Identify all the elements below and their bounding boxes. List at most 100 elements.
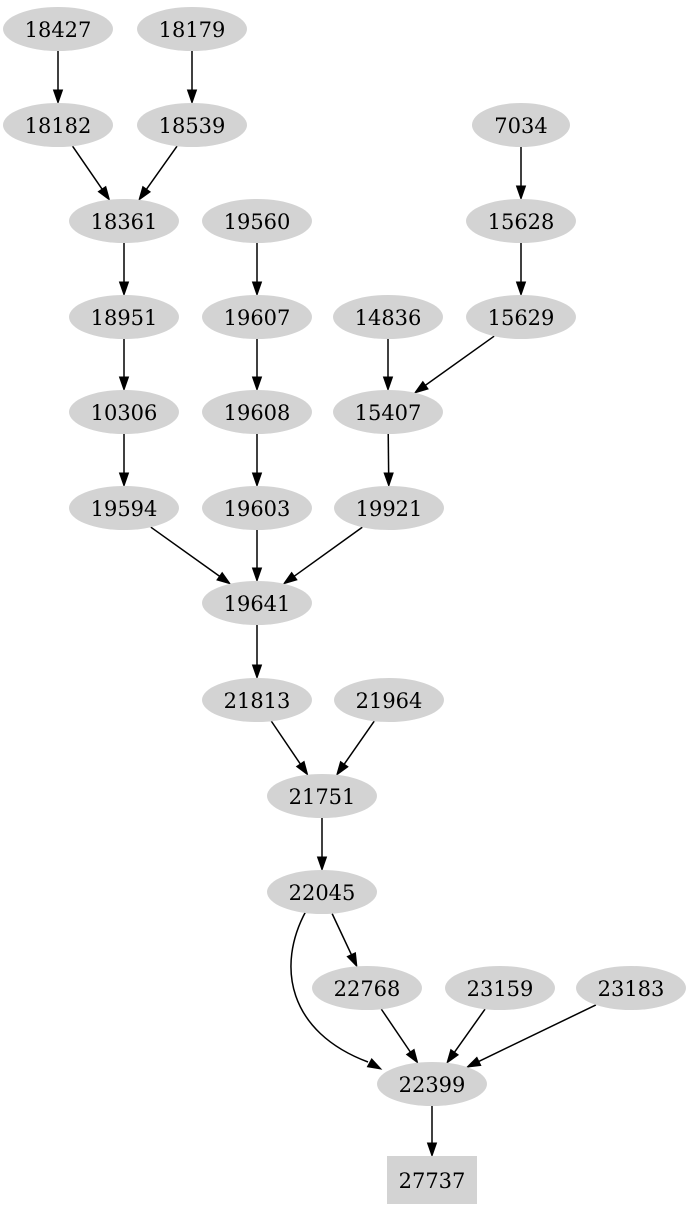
edge-line (150, 526, 220, 577)
edge-22399-27737 (426, 1106, 438, 1158)
node-ellipse-shape (334, 486, 444, 530)
node-22399: 22399 (377, 1062, 487, 1106)
edge-line (380, 1008, 411, 1053)
node-label: 7034 (494, 114, 547, 138)
edge-19641-21813 (251, 625, 263, 680)
edge-18427-18182 (52, 51, 64, 105)
node-label: 21751 (289, 785, 356, 809)
node-18539: 18539 (137, 103, 247, 147)
edge-18951-10306 (118, 339, 130, 392)
node-label: 22045 (289, 881, 356, 905)
node-ellipse-shape (69, 486, 179, 530)
node-label: 15629 (488, 306, 555, 330)
node-label: 19641 (224, 592, 291, 616)
node-ellipse-shape (69, 295, 179, 339)
node-18361: 18361 (69, 199, 179, 243)
edge-15629-15407 (413, 335, 495, 394)
edge-22045-22399 (290, 910, 383, 1070)
arrowhead-icon (316, 856, 328, 872)
node-label: 19594 (91, 497, 158, 521)
node-ellipse-shape (312, 966, 422, 1010)
node-23159: 23159 (445, 966, 555, 1010)
node-18182: 18182 (3, 103, 113, 147)
arrowhead-icon (118, 281, 130, 297)
arrowhead-icon (282, 571, 298, 585)
arrowhead-icon (295, 760, 309, 777)
node-19921: 19921 (334, 486, 444, 530)
edge-7034-15628 (515, 147, 527, 201)
edge-19560-19607 (251, 243, 263, 297)
node-ellipse-shape (3, 7, 113, 51)
node-ellipse-shape (137, 103, 247, 147)
node-label: 19921 (356, 497, 423, 521)
node-label: 19603 (224, 497, 291, 521)
edge-line (343, 720, 375, 765)
edge-23159-22399 (446, 1008, 486, 1065)
node-ellipse-shape (472, 103, 570, 147)
edge-line (478, 1004, 597, 1063)
edge-19594-19641 (150, 526, 232, 585)
node-19603: 19603 (202, 486, 312, 530)
arrowhead-icon (251, 376, 263, 392)
arrowhead-icon (346, 951, 358, 968)
arrowhead-icon (251, 664, 263, 680)
node-ellipse-shape (202, 486, 312, 530)
edge-line (331, 913, 353, 955)
arrowhead-icon (118, 376, 130, 392)
node-ellipse-shape (202, 199, 312, 243)
edge-15407-19921 (383, 433, 394, 488)
node-21813: 21813 (202, 678, 312, 722)
edge-18182-18361 (71, 145, 111, 202)
node-19608: 19608 (202, 390, 312, 434)
edge-19603-19641 (251, 530, 263, 583)
node-ellipse-shape (137, 7, 247, 51)
node-label: 18539 (159, 114, 226, 138)
edge-curve-line (290, 910, 369, 1063)
edge-line (71, 145, 103, 190)
node-ellipse-shape (466, 199, 576, 243)
node-19641: 19641 (202, 581, 312, 625)
arrowhead-icon (515, 185, 527, 201)
node-label: 15407 (355, 401, 422, 425)
node-18427: 18427 (3, 7, 113, 51)
edge-18361-18951 (118, 243, 130, 297)
node-10306: 10306 (69, 390, 179, 434)
node-label: 21813 (224, 689, 291, 713)
node-ellipse-shape (69, 199, 179, 243)
arrowhead-icon (413, 380, 429, 394)
node-15407: 15407 (333, 390, 443, 434)
node-15628: 15628 (466, 199, 576, 243)
node-label: 18179 (159, 18, 226, 42)
edge-21813-21751 (270, 720, 309, 777)
edge-22768-22399 (380, 1008, 419, 1065)
node-ellipse-shape (334, 678, 444, 722)
node-ellipse-shape (267, 774, 377, 818)
node-18951: 18951 (69, 295, 179, 339)
arrowhead-icon (383, 472, 394, 488)
node-label: 21964 (356, 689, 423, 713)
node-ellipse-shape (69, 390, 179, 434)
node-14836: 14836 (333, 295, 443, 339)
arrowhead-icon (335, 760, 349, 777)
node-ellipse-shape (466, 295, 576, 339)
arrowhead-icon (138, 185, 152, 202)
node-ellipse-shape (377, 1062, 487, 1106)
edge-line (293, 526, 363, 577)
node-label: 19560 (224, 210, 291, 234)
edge-21964-21751 (335, 720, 375, 777)
arrowhead-icon (251, 567, 263, 583)
node-22768: 22768 (312, 966, 422, 1010)
arrowhead-icon (366, 1058, 383, 1070)
edge-15628-15629 (515, 243, 527, 297)
edge-line (145, 145, 178, 190)
arrowhead-icon (405, 1048, 419, 1065)
edge-18179-18539 (186, 51, 198, 105)
edge-18539-18361 (138, 145, 178, 202)
node-label: 27737 (399, 1169, 466, 1193)
node-ellipse-shape (333, 295, 443, 339)
edge-19607-19608 (251, 339, 263, 392)
arrowhead-icon (446, 1048, 460, 1065)
node-ellipse-shape (202, 295, 312, 339)
node-27737: 27737 (387, 1156, 477, 1204)
node-label: 22399 (399, 1073, 466, 1097)
